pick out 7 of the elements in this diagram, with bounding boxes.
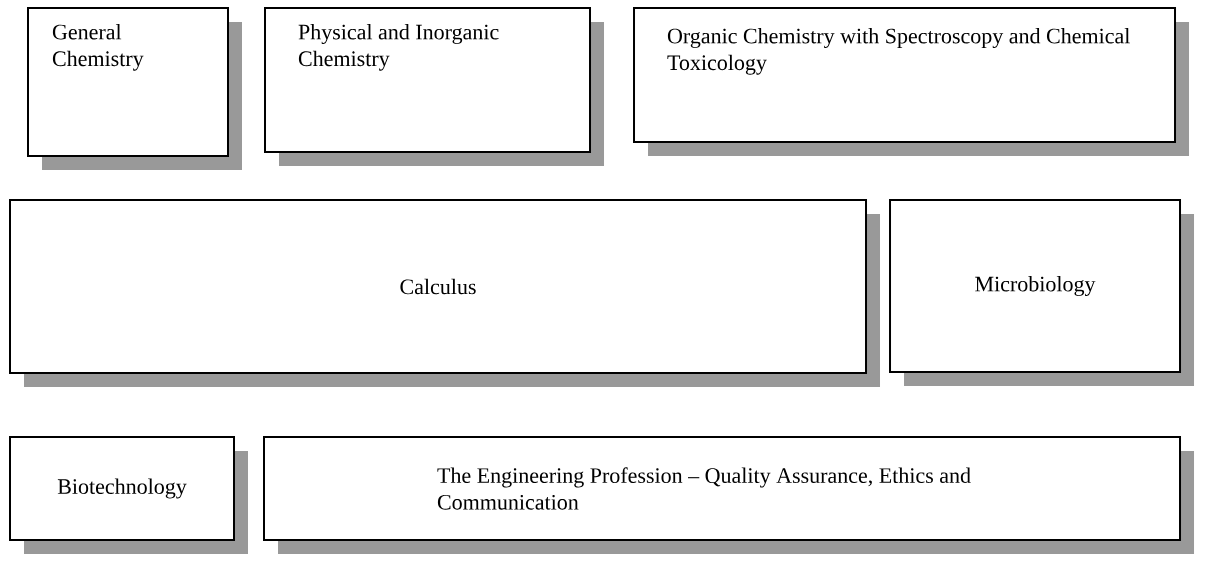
course-box: Biotechnology (9, 436, 248, 554)
course-box: Calculus (9, 199, 880, 387)
course-box: Microbiology (889, 199, 1194, 386)
course-box: Physical and Inorganic Chemistry (264, 7, 604, 166)
course-box: The Engineering Profession – Quality Assurance, Ethics and Communication (263, 436, 1194, 554)
course-box: General Chemistry (27, 7, 242, 170)
course-box: Organic Chemistry with Spectroscopy and Chemical Toxicology (633, 7, 1189, 156)
